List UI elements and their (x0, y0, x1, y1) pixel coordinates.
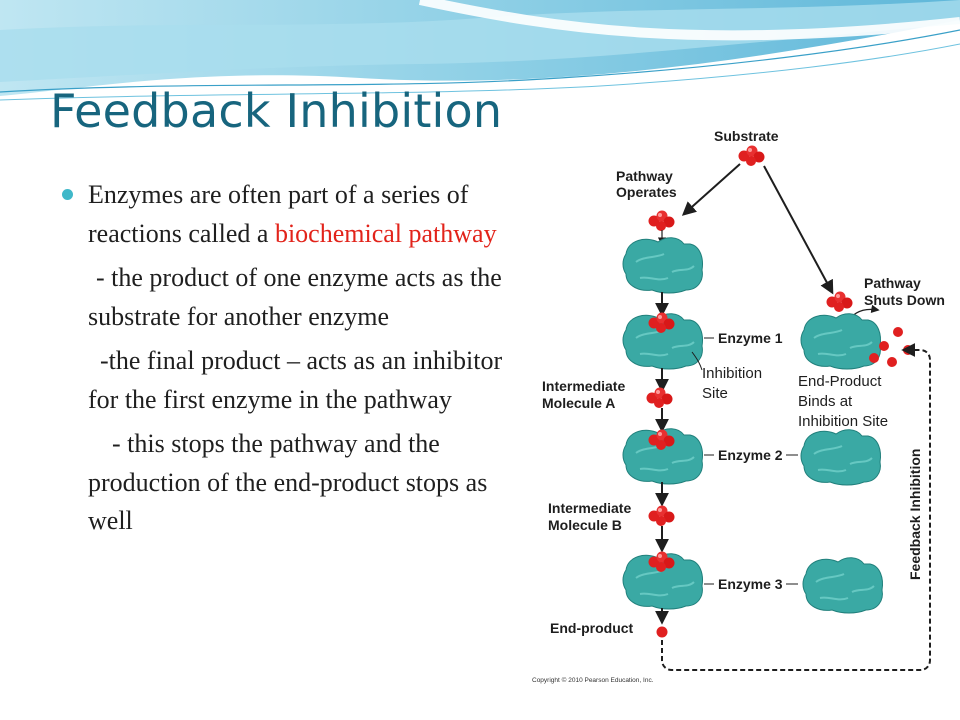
subpoint-1: - the product of one enzyme acts as the … (60, 259, 530, 336)
copyright-text: Copyright © 2010 Pearson Education, Inc. (532, 676, 654, 684)
enzyme-2-idle (800, 428, 882, 486)
bullet-text: Enzymes are often part of a series of re… (88, 180, 469, 248)
substrate-molecule (738, 145, 765, 166)
blocked-substrate-molecule (826, 291, 853, 312)
end-product-molecule (887, 357, 897, 367)
enzyme-3-idle (802, 556, 884, 614)
end-product-molecule (656, 626, 668, 638)
end-product-molecule (879, 341, 889, 351)
feedback-inhibition-label: Feedback Inhibition (907, 449, 923, 580)
enzyme-1-inhibited (800, 312, 882, 370)
subpoint-text: -the final product – acts as an inhibito… (88, 346, 503, 414)
feedback-loop-arrow (661, 343, 931, 671)
subpoint-text: - this stops the pathway and the product… (88, 429, 488, 535)
highlight-text: biochemical pathway (274, 218, 497, 248)
enzyme-3-label: Enzyme 3 (718, 576, 783, 592)
arrow-to-shutdown (763, 165, 834, 295)
header-banner (0, 0, 960, 101)
slide-title: Feedback Inhibition (50, 84, 503, 138)
end-product-label: End-product (550, 620, 634, 636)
bullet-item: Enzymes are often part of a series of re… (60, 176, 530, 253)
enzyme-1-label: Enzyme 1 (718, 330, 783, 346)
intermediate-b-molecule (648, 505, 675, 526)
enzyme-2-label: Enzyme 2 (718, 447, 783, 463)
subpoint-text: - the product of one enzyme acts as the … (88, 263, 502, 331)
intermediate-a-molecule (646, 387, 673, 408)
subpoint-2: -the final product – acts as an inhibito… (60, 342, 530, 419)
enzyme-1-free (622, 236, 704, 294)
end-product-molecule (893, 327, 903, 337)
bullet-dot-icon (62, 189, 73, 200)
end-product-molecule (869, 353, 879, 363)
substrate-molecule (648, 210, 675, 231)
substrate-label: Substrate (714, 128, 779, 144)
bullet-list: Enzymes are often part of a series of re… (60, 176, 530, 541)
arrow-to-pathway (681, 163, 741, 216)
subpoint-3: - this stops the pathway and the product… (60, 425, 530, 541)
